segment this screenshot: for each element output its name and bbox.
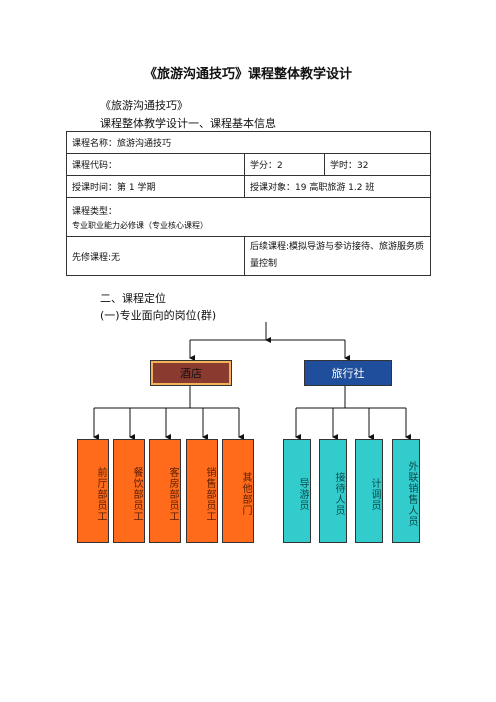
hours-cell: 学时：32 bbox=[324, 153, 431, 176]
audience-cell: 授课对象：19 高职旅游 1.2 班 bbox=[244, 175, 431, 198]
course-code-cell: 课程代码： bbox=[66, 153, 245, 176]
tour-guide-node: 导游员 bbox=[283, 439, 311, 543]
reception-staff-node: 接待人员 bbox=[319, 439, 347, 543]
section-subheading: (一)专业面向的岗位(群) bbox=[100, 309, 217, 322]
sales-staff-node: 销售部员工 bbox=[186, 439, 218, 543]
term-cell: 授课时间：第 1 学期 bbox=[66, 175, 245, 198]
hotel-node: 酒店 bbox=[150, 360, 232, 386]
course-name-line: 《旅游沟通技巧》 bbox=[100, 99, 188, 112]
housekeeping-staff-node: 客房部员工 bbox=[149, 439, 181, 543]
planner-node: 计调员 bbox=[355, 439, 383, 543]
design-heading: 课程整体教学设计一、课程基本信息 bbox=[100, 117, 276, 130]
catering-staff-node: 餐饮部员工 bbox=[113, 439, 145, 543]
course-type-label: 课程类型： bbox=[72, 206, 118, 217]
course-type-value: 专业职业能力必修课（专业核心课程） bbox=[72, 220, 208, 230]
other-departments-node: 其他部门 bbox=[222, 439, 254, 543]
front-desk-staff-node: 前厅部员工 bbox=[77, 439, 109, 543]
prerequisite-cell: 先修课程:无 bbox=[66, 236, 245, 276]
course-info-table: 课程名称：旅游沟通技巧 课程代码： 学分：2 学时：32 授课时间：第 1 学期… bbox=[66, 131, 431, 276]
document-title: 《旅游沟通技巧》课程整体教学设计 bbox=[143, 67, 352, 82]
section-heading: 二、课程定位 bbox=[100, 292, 166, 305]
credits-cell: 学分：2 bbox=[244, 153, 325, 176]
course-name-cell: 课程名称：旅游沟通技巧 bbox=[66, 131, 431, 154]
course-type-cell: 课程类型： 专业职业能力必修课（专业核心课程） bbox=[66, 197, 431, 237]
followup-cell: 后续课程:模拟导游与参访接待、旅游服务质量控制 bbox=[244, 236, 431, 276]
outreach-sales-node: 外联销售人员 bbox=[392, 439, 420, 543]
travel-agency-node: 旅行社 bbox=[304, 360, 392, 386]
